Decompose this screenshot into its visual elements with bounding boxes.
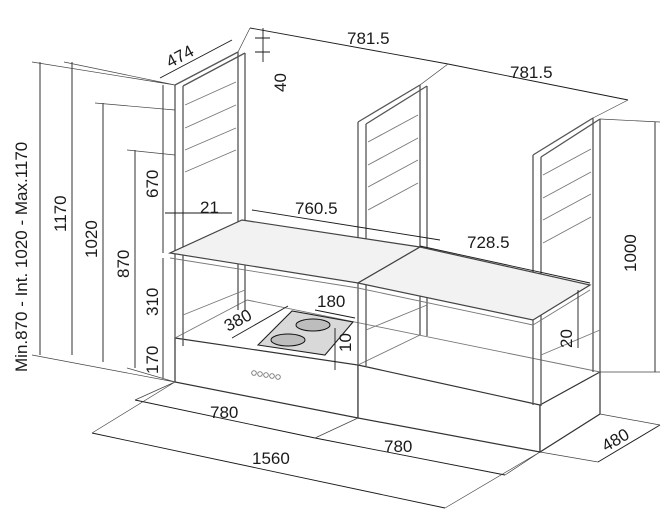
middle-back-post bbox=[419, 85, 428, 336]
label-shelf-width-left: 760.5 bbox=[295, 199, 338, 218]
lower-rails bbox=[182, 289, 601, 356]
base-side-face bbox=[539, 370, 601, 454]
label-hob-height: 10 bbox=[336, 333, 355, 352]
control-buttons bbox=[251, 370, 281, 380]
dim-line-top-depth bbox=[159, 39, 233, 79]
left-back-post bbox=[237, 52, 246, 311]
dim-line-frame-top bbox=[255, 28, 270, 62]
dim-line-total-width bbox=[91, 432, 446, 509]
hotplate-front bbox=[270, 333, 306, 347]
left-top-rail bbox=[174, 51, 246, 87]
middle-side-slats bbox=[367, 114, 419, 211]
dim-line-shelf-width-right bbox=[419, 245, 591, 284]
hotplate-back bbox=[295, 318, 331, 332]
label-total-width: 1560 bbox=[252, 449, 290, 468]
hood-structure bbox=[167, 51, 601, 454]
label-unit-width-right: 780 bbox=[384, 437, 412, 456]
label-top-width-left: 781.5 bbox=[347, 29, 390, 48]
dim-line-unit-depth bbox=[597, 424, 661, 463]
left-side-slats bbox=[184, 81, 237, 173]
dim-line-top-width-left bbox=[249, 27, 449, 65]
right-back-post bbox=[592, 118, 601, 373]
right-side-slats bbox=[542, 148, 592, 244]
dim-line-unit-width-right bbox=[314, 437, 506, 476]
middle-top-rail bbox=[357, 84, 428, 125]
label-height-max: 1170 bbox=[51, 195, 70, 232]
label-shelf-width-right: 728.5 bbox=[467, 233, 510, 252]
dim-line-shelf-width-left bbox=[251, 209, 441, 241]
left-base-unit bbox=[174, 337, 359, 419]
dim-line-hob-depth bbox=[231, 305, 289, 339]
left-front-post bbox=[174, 85, 184, 346]
label-unit-width-left: 780 bbox=[210, 403, 238, 422]
label-frame-base-right: 20 bbox=[557, 329, 576, 348]
label-hob-depth: 380 bbox=[221, 305, 255, 335]
dim-line-top-width-right bbox=[447, 63, 629, 101]
label-hob-width: 180 bbox=[317, 292, 345, 311]
label-height-int: 1020 bbox=[82, 220, 101, 258]
shelf-front-edge bbox=[169, 257, 591, 326]
right-top-rail bbox=[532, 117, 601, 158]
label-shelf-offset: 21 bbox=[200, 198, 219, 217]
label-top-depth: 474 bbox=[163, 41, 197, 71]
right-shelf bbox=[356, 246, 592, 321]
label-top-width-right: 781.5 bbox=[510, 63, 553, 82]
dim-line-hob-width bbox=[314, 309, 356, 319]
label-lower-section: 310 bbox=[143, 288, 162, 316]
label-frame-top: 40 bbox=[271, 73, 290, 92]
dimension-lines bbox=[31, 27, 661, 509]
label-height-min: 870 bbox=[114, 250, 133, 278]
label-frame-height-right: 1000 bbox=[621, 234, 640, 272]
label-upper-section: 670 bbox=[143, 170, 162, 198]
dim-line-unit-width-left bbox=[134, 399, 316, 439]
label-height-range: Min.870 - Int. 1020 - Max.1170 bbox=[12, 142, 31, 372]
label-unit-depth: 480 bbox=[599, 425, 633, 456]
label-base-height: 170 bbox=[143, 346, 162, 374]
